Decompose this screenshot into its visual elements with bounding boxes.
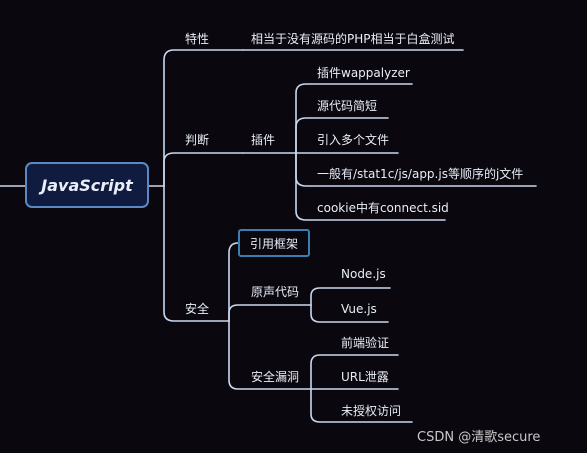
connector-plugin-1 xyxy=(295,83,413,154)
node-framework[interactable]: 引用框架 xyxy=(238,229,310,257)
connector-vuln-1 xyxy=(310,354,399,390)
connector-security-native xyxy=(228,304,312,322)
connector-trunk-feature xyxy=(163,49,244,187)
node-vuln-item[interactable]: 前端验证 xyxy=(341,336,390,350)
node-native[interactable]: 原声代码 xyxy=(251,285,300,299)
connector-trunk-security xyxy=(163,185,230,322)
watermark: CSDN @清歌secure xyxy=(417,430,541,445)
node-plugin-item[interactable]: 插件wappalyzer xyxy=(317,66,410,80)
node-feature[interactable]: 特性 xyxy=(185,32,210,46)
node-plugin-item[interactable]: cookie中有connect.sid xyxy=(317,201,449,215)
node-plugin-item[interactable]: 一般有/stat1c/js/app.js等顺序的j文件 xyxy=(317,167,524,181)
node-judge[interactable]: 判断 xyxy=(185,133,210,147)
connector-security-vuln xyxy=(228,320,312,390)
root-node[interactable]: JavaScript xyxy=(25,162,149,208)
node-native-item[interactable]: Vue.js xyxy=(341,302,377,316)
node-security[interactable]: 安全 xyxy=(185,302,210,316)
node-plugin[interactable]: 插件 xyxy=(251,133,276,147)
connector-plugin-2 xyxy=(295,117,389,154)
node-feature-desc[interactable]: 相当于没有源码的PHP相当于白盒测试 xyxy=(251,32,455,46)
connector-vuln-3 xyxy=(310,388,413,423)
connector-security-framework xyxy=(228,242,239,322)
node-plugin-item[interactable]: 引入多个文件 xyxy=(317,133,390,147)
node-vuln[interactable]: 安全漏洞 xyxy=(251,370,300,384)
connector-native-vue xyxy=(310,304,389,323)
connector-trunk-judge xyxy=(163,152,244,187)
connector-native-node xyxy=(310,287,391,306)
node-plugin-item[interactable]: 源代码简短 xyxy=(317,99,378,113)
node-native-item[interactable]: Node.js xyxy=(341,267,386,281)
connector-plugin-5 xyxy=(295,152,446,221)
node-vuln-item[interactable]: 未授权访问 xyxy=(341,404,402,418)
node-vuln-item[interactable]: URL泄露 xyxy=(341,370,389,384)
